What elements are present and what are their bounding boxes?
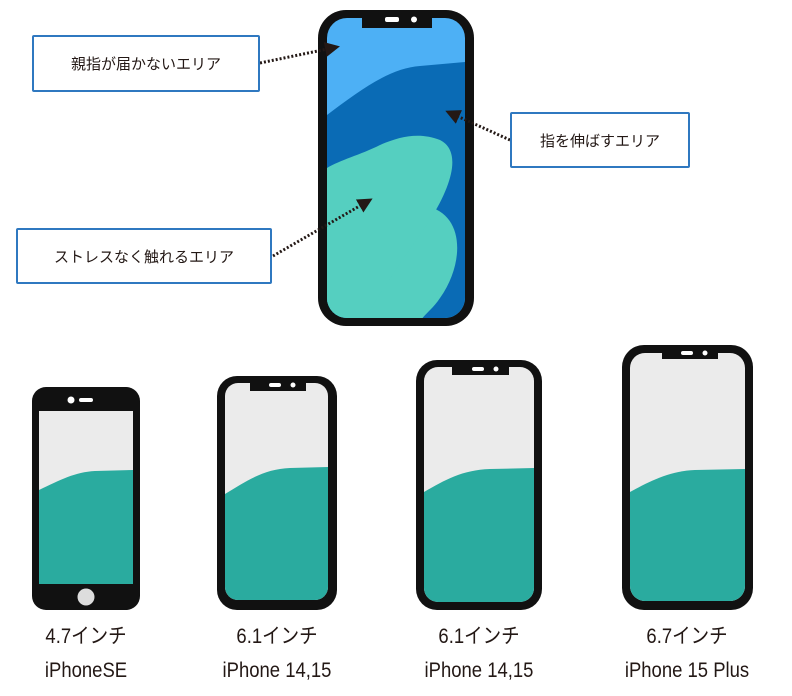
large-phone-illustration bbox=[318, 10, 474, 326]
phone-caption-61-a: 6.1インチ iPhone 14,15 bbox=[207, 620, 348, 688]
phone-size: 6.1インチ bbox=[236, 625, 318, 648]
callout-unreachable-area: 親指が届かないエリア bbox=[32, 35, 260, 92]
callout-comfortable-area: ストレスなく触れるエリア bbox=[16, 228, 272, 284]
callout-stretch-area: 指を伸ばすエリア bbox=[510, 112, 690, 168]
phone-size: 6.1インチ bbox=[438, 625, 520, 648]
phone-size: 4.7インチ bbox=[45, 625, 127, 648]
callout-label: 親指が届かないエリア bbox=[70, 55, 221, 73]
callout-label: 指を伸ばすエリア bbox=[539, 131, 660, 150]
phone-caption-se: 4.7インチ iPhoneSE bbox=[16, 620, 157, 688]
phone-model: iPhoneSE bbox=[44, 659, 128, 682]
phone-size: 6.7インチ bbox=[646, 625, 728, 648]
phone-61-a-illustration bbox=[217, 376, 337, 610]
phone-caption-61-b: 6.1インチ iPhone 14,15 bbox=[409, 620, 550, 688]
phone-se-illustration bbox=[32, 387, 140, 610]
arrow-unreachable bbox=[259, 42, 340, 65]
arrow-comfortable bbox=[272, 198, 373, 258]
phone-model: iPhone 15 Plus bbox=[624, 659, 750, 682]
arrow-stretch bbox=[445, 110, 511, 142]
phone-67-illustration bbox=[622, 345, 753, 610]
phone-model: iPhone 14,15 bbox=[424, 659, 534, 682]
callout-label: ストレスなく触れるエリア bbox=[53, 247, 234, 266]
phone-model: iPhone 14,15 bbox=[222, 659, 332, 682]
phone-caption-67: 6.7インチ iPhone 15 Plus bbox=[608, 620, 766, 688]
phone-61-b-illustration bbox=[416, 360, 542, 610]
